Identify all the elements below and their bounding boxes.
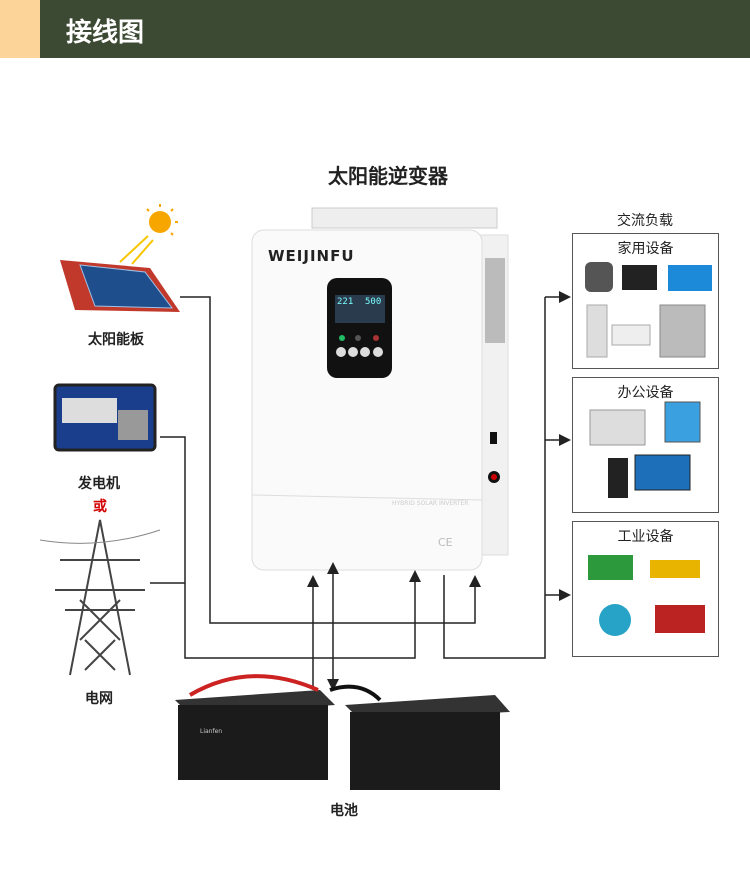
battery-brand: Lianfen [200,728,223,735]
industrial-equipment-icon [588,555,705,636]
loads-title: 交流负载 [617,213,673,229]
or-label: 或 [93,499,107,515]
load-group-label: 工业设备 [617,529,674,545]
display-left: 221 [337,297,354,307]
office-equipment-icon [589,401,701,498]
load-group-label: 家用设备 [617,241,674,257]
power-tower-icon [39,519,161,676]
solar-panel-icon [60,260,180,312]
display-right: 500 [365,297,382,307]
sun-icon [119,204,178,265]
inverter-unit [251,207,509,571]
load-group-office: 办公设备 [572,377,719,513]
ce-mark: CE [438,536,453,549]
generator-icon [53,383,157,452]
home-appliances-icon [585,262,712,358]
inverter-title: 太阳能逆变器 [328,164,448,188]
page-title: 接线图 [66,18,145,48]
load-group-home: 家用设备 [572,233,719,369]
grid-label: 电网 [85,691,113,707]
generator-label: 发电机 [78,476,120,492]
inverter-model-text: HYBRID SOLAR INVERTER [392,500,469,507]
solar-label: 太阳能板 [88,332,144,348]
inverter-brand: WEIJINFU [268,247,355,265]
header-accent [0,0,40,58]
battery-icon [175,674,510,790]
battery-label: 电池 [330,803,358,819]
header-bar [0,0,750,58]
load-group-label: 办公设备 [617,385,674,401]
load-group-industrial: 工业设备 [572,521,719,657]
